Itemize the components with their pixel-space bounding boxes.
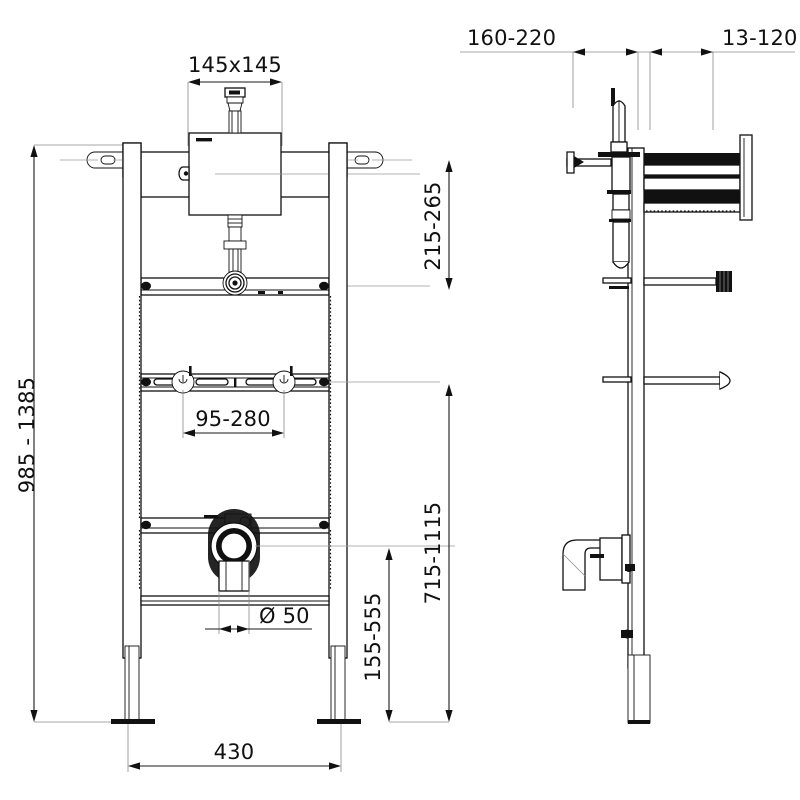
support-frame-uprights [122,142,348,659]
upper-crossrail [140,270,430,296]
dimension-label-wall-depth: 160-220 [467,26,556,50]
dimension-cistern-face: 145x145 [187,53,283,146]
bolt-left [171,366,195,394]
dimension-top-offset: 215-265 [421,160,453,290]
dimension-label-mid-height: 715-1115 [421,502,445,605]
flush-pipe-lower [223,214,247,278]
dimension-overall-height: 985 - 1385 [15,144,130,723]
side-elevation-view: 160-220 13-120 [460,26,798,724]
bolt-right [272,366,296,394]
dimension-label-plate-depth: 13-120 [722,26,798,50]
cistern-box [178,132,420,216]
dimension-label-frame-width: 430 [214,740,255,764]
side-lower-bracket [621,629,633,639]
dimension-low-height: 155-555 [361,548,449,723]
side-threaded-stud [602,271,732,292]
right-vertical-dimensions: 215-265 715-1115 155-555 [361,160,453,723]
dimension-label-cistern-face: 145x145 [188,53,282,77]
dimension-bracket-spacing: 95-280 [182,390,285,438]
dimension-outlet-diameter: Ø 50 [205,560,312,634]
leg-left [111,645,155,724]
dimension-mid-height: 715-1115 [421,384,453,722]
base-rail [140,595,330,606]
drain-outlet [208,509,455,592]
side-leg [627,654,651,724]
flush-valve-stem-upper [224,87,246,134]
front-elevation-view: 985 - 1385 145x145 [15,53,455,772]
side-flush-valve-assembly [566,88,640,289]
leg-right [317,645,361,724]
dimension-frame-width: 430 [127,724,342,772]
dimension-label-overall-height: 985 - 1385 [15,377,39,493]
dimension-label-low-height: 155-555 [361,592,385,681]
side-pipe-elbow [562,534,635,591]
adjustable-bolt-rail [140,366,440,394]
dimension-label-top-offset: 215-265 [421,181,445,270]
side-actuator-plate [643,134,753,221]
side-frame-upright [627,147,645,669]
dimension-label-bracket-spacing: 95-280 [195,407,271,431]
dimension-side-depths: 160-220 13-120 [460,26,798,130]
side-wall-anchor [602,370,731,391]
dimension-label-outlet-diameter: Ø 50 [259,604,310,628]
